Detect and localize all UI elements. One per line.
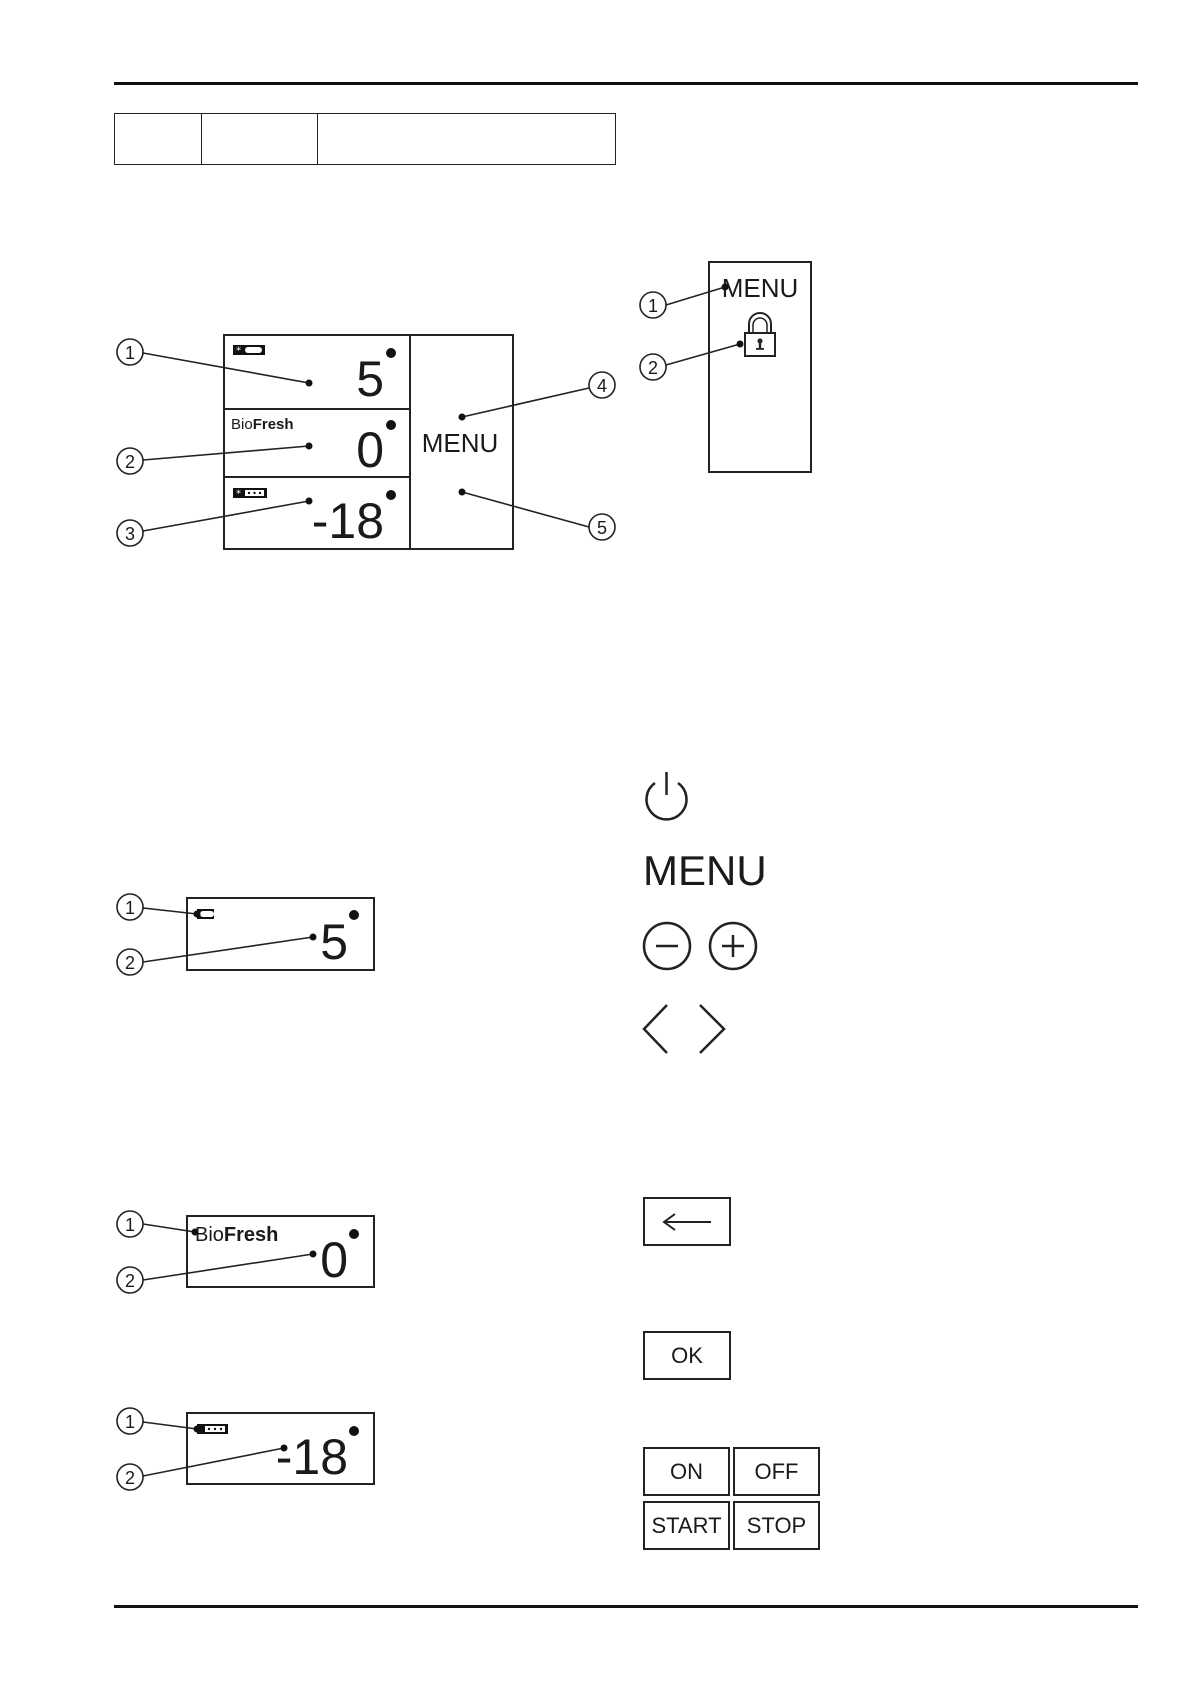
power-icon (645, 772, 688, 821)
lock-panel-frame (708, 261, 812, 473)
fridge-zone-icon (233, 345, 265, 357)
bottom-rule (114, 1605, 1138, 1608)
svg-text:2: 2 (648, 358, 658, 378)
degree-dot (386, 348, 396, 358)
callout-2: 2 (116, 447, 144, 475)
svg-text:2: 2 (125, 1271, 135, 1291)
svg-text:1: 1 (648, 296, 658, 316)
biofresh-zone-temperature: 0 (320, 1232, 348, 1288)
biofresh-callout-1: 1 (116, 1210, 144, 1238)
svg-text:5: 5 (597, 518, 607, 538)
fridge-temperature: 5 (356, 351, 384, 407)
lock-callout-1: 1 (639, 291, 667, 319)
lock-menu-label: MENU (722, 273, 799, 303)
header-table (114, 113, 616, 165)
on-button[interactable]: ON (643, 1447, 730, 1496)
svg-text:1: 1 (125, 898, 135, 918)
lock-figure: MENU 1 2 (639, 261, 812, 473)
header-cell-1 (115, 114, 202, 164)
degree-dot (349, 1426, 359, 1436)
callout-3: 3 (116, 519, 144, 547)
freezer-callout-1: 1 (116, 1407, 144, 1435)
fridge-callout-1: 1 (116, 893, 144, 921)
fridge-callout-2: 2 (116, 948, 144, 976)
freezer-callout-2: 2 (116, 1463, 144, 1491)
off-button[interactable]: OFF (733, 1447, 820, 1496)
svg-text:1: 1 (125, 1412, 135, 1432)
menu-label: MENU (422, 428, 499, 458)
svg-text:3: 3 (125, 524, 135, 544)
svg-text:1: 1 (125, 343, 135, 363)
main-display-figure: 5 BioFresh 0 -18 MENU 1 (116, 334, 616, 550)
freezer-temperature: -18 (312, 493, 384, 549)
stop-button[interactable]: STOP (733, 1501, 820, 1550)
plus-circle-icon (708, 921, 758, 971)
back-arrow-icon (662, 1212, 711, 1231)
svg-text:2: 2 (125, 953, 135, 973)
fridge-zone-small-icon (197, 909, 214, 919)
fridge-zone-figure: 5 1 2 (116, 893, 375, 976)
svg-text:2: 2 (125, 452, 135, 472)
fridge-zone-temperature: 5 (320, 914, 348, 970)
degree-dot (349, 1229, 359, 1239)
freezer-figure: -18 1 2 (116, 1407, 375, 1491)
lock-callout-2: 2 (639, 353, 667, 381)
biofresh-temperature: 0 (356, 422, 384, 478)
svg-text:4: 4 (597, 376, 607, 396)
freezer-zone-small-icon (197, 1424, 228, 1434)
start-button[interactable]: START (643, 1501, 730, 1550)
callout-5: 5 (588, 513, 616, 541)
chevron-left-icon (642, 1004, 668, 1054)
svg-text:1: 1 (125, 1215, 135, 1235)
biofresh-callout-2: 2 (116, 1266, 144, 1294)
biofresh-zone-label: BioFresh (195, 1224, 278, 1246)
biofresh-label: BioFresh (231, 416, 294, 433)
chevron-right-icon (699, 1004, 726, 1054)
menu-legend-text: MENU (643, 847, 767, 894)
degree-dot (386, 490, 396, 500)
back-button[interactable] (643, 1197, 731, 1246)
top-rule (114, 82, 1138, 85)
minus-circle-icon (642, 921, 692, 971)
degree-dot (386, 420, 396, 430)
ok-button[interactable]: OK (643, 1331, 731, 1380)
callout-4: 4 (588, 371, 616, 399)
main-display-frame (223, 334, 514, 550)
freezer-zone-icon (233, 488, 267, 500)
padlock-icon (744, 312, 776, 357)
header-cell-2 (202, 114, 318, 164)
biofresh-figure: BioFresh 0 1 2 (116, 1210, 375, 1294)
freezer-zone-temperature: -18 (276, 1429, 348, 1485)
svg-text:2: 2 (125, 1468, 135, 1488)
degree-dot (349, 910, 359, 920)
callout-1: 1 (116, 338, 144, 366)
